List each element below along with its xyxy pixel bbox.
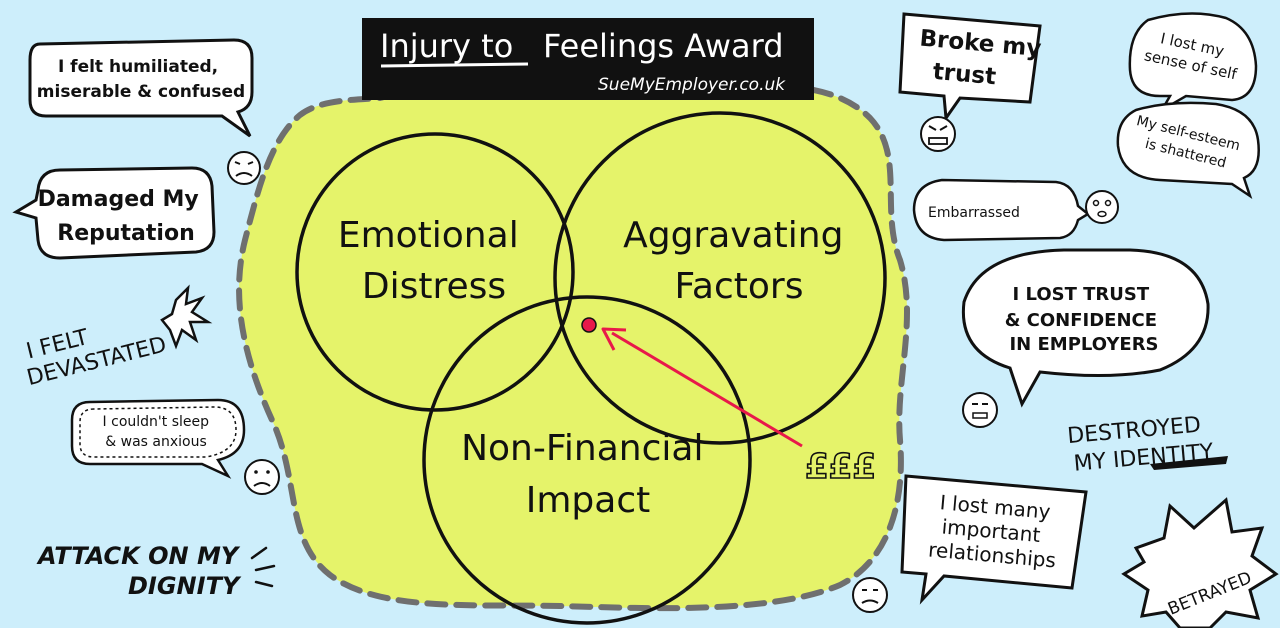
quote-sense-of-self: I lost my sense of self (1128, 12, 1258, 114)
label-non-financial-impact: Non-Financial Impact (461, 428, 715, 521)
reputation-line-1: Damaged My (38, 187, 199, 212)
humiliated-line-1: I felt humiliated, (58, 57, 218, 77)
money-symbol: £££ (805, 447, 876, 487)
header-banner: Injury to Feelings Award SueMyEmployer.c… (362, 18, 814, 100)
speech-bubble-icon (1128, 12, 1258, 114)
dignity-line-1: ATTACK ON MY (36, 542, 241, 570)
embarrassed-text: Embarrassed (928, 205, 1020, 221)
confidence-line-3: IN EMPLOYERS (1009, 334, 1158, 355)
quote-betrayed: BETRAYED (1121, 497, 1279, 628)
quote-sleep: I couldn't sleep & was anxious (70, 398, 246, 479)
dignity-line-2: DIGNITY (128, 572, 242, 600)
humiliated-line-2: miserable & confused (37, 82, 245, 102)
svg-text:I FELT DEVASTATED: I FELT DEVASTATED (18, 307, 169, 391)
svg-text:I felt humiliated, miser: I felt humiliated, miserable & confused (37, 57, 245, 102)
speech-bubble-icon (961, 248, 1210, 408)
speech-bubble-icon (12, 166, 216, 260)
aggravating-line-1: Aggravating (623, 215, 843, 256)
center-dot (581, 317, 597, 333)
emotional-line-2: Distress (362, 266, 506, 307)
svg-text:I couldn't sleep & was a: I couldn't sleep & was anxious (103, 414, 214, 450)
underline-stroke (1150, 456, 1228, 470)
burst-icon (160, 284, 213, 350)
quote-reputation: Damaged My Reputation (12, 166, 216, 260)
frown-face-icon (244, 459, 280, 495)
speech-bubble-icon (912, 178, 1091, 242)
confidence-line-2: & CONFIDENCE (1005, 310, 1157, 331)
speech-bubble-icon (1116, 101, 1260, 200)
angry-face-icon (920, 116, 956, 152)
svg-text:ATTACK ON MY DIGNITY: ATTACK ON MY DIGNITY (36, 542, 247, 600)
title-feelings: Feelings Award (543, 27, 784, 65)
quote-embarrassed: Embarrassed (912, 178, 1091, 242)
svg-text:Damaged My Reputation: Damaged My Reputation (38, 187, 207, 246)
burst-icon (1121, 497, 1279, 628)
reputation-line-2: Reputation (57, 221, 194, 246)
site-name: SueMyEmployer.co.uk (598, 75, 786, 95)
sleep-line-2: & was anxious (105, 434, 207, 450)
emotional-line-1: Emotional (338, 215, 519, 256)
svg-text:I lost many important: I lost many important relationships (927, 490, 1061, 573)
quote-trust-confidence: I LOST TRUST & CONFIDENCE IN EMPLOYERS (961, 248, 1210, 408)
speech-bubble-icon (900, 474, 1088, 605)
speech-bubble-icon (898, 12, 1042, 123)
quote-relationships: I lost many important relationships (900, 474, 1088, 605)
quote-dignity: ATTACK ON MY DIGNITY (36, 542, 276, 600)
label-emotional-distress: Emotional Distress (338, 215, 530, 307)
venn-circle-aggravating (553, 111, 887, 445)
quote-trust: Broke my trust (898, 12, 1042, 123)
quote-humiliated: I felt humiliated, miserable & confused (28, 38, 254, 138)
speech-bubble-icon (28, 38, 254, 138)
aggravating-line-2: Factors (675, 266, 804, 307)
svg-text:DESTROYED MY IDENTITY: DESTROYED MY IDENTITY (1066, 412, 1215, 477)
neutral-face-icon (962, 392, 998, 428)
quote-identity: DESTROYED MY IDENTITY (1066, 412, 1228, 477)
quote-devastated: I FELT DEVASTATED (18, 284, 213, 391)
trust-line-2: trust (932, 59, 997, 90)
frown-face-icon (852, 577, 888, 613)
sad-face-icon (227, 151, 261, 185)
venn-diagram: Emotional Distress Aggravating Factors N… (295, 111, 887, 625)
highlight-blob (236, 81, 910, 612)
nonfinancial-line-1: Non-Financial (461, 428, 703, 469)
nonfinancial-line-2: Impact (526, 480, 651, 521)
title-injury: Injury to (380, 27, 513, 65)
embarrassed-face-icon (1085, 190, 1119, 224)
svg-text:I LOST TRUST & CONFIDENC: I LOST TRUST & CONFIDENCE IN EMPLOYERS (1005, 284, 1164, 355)
venn-circle-nonfinancial (422, 295, 752, 625)
venn-circle-emotional (295, 132, 575, 412)
emphasis-lines-icon (250, 546, 276, 588)
quote-self-esteem: My self-esteem is shattered (1116, 101, 1260, 200)
label-aggravating-factors: Aggravating Factors (623, 215, 855, 307)
arrow-icon (581, 317, 803, 448)
sleep-line-1: I couldn't sleep (103, 414, 210, 430)
confidence-line-1: I LOST TRUST (1013, 284, 1150, 305)
